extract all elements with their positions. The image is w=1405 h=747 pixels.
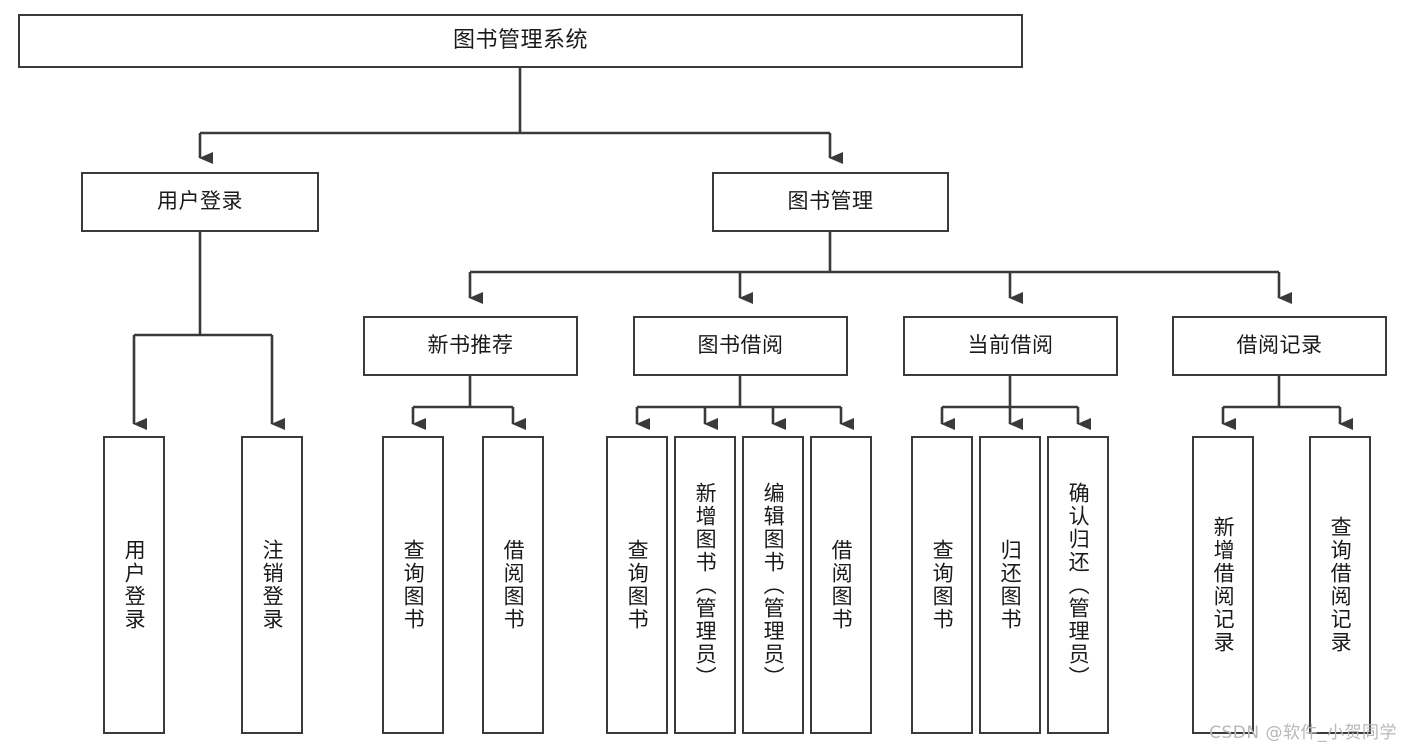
node-label: 图书管理 (787, 189, 874, 214)
node-label: 新增图书（管理员） (693, 481, 718, 689)
node-root[interactable]: 图书管理系统 (18, 14, 1023, 68)
watermark: CSDN @软件_小贺同学 (1209, 723, 1397, 743)
leaf-book-borrow-edit[interactable]: 编辑图书（管理员） (742, 436, 804, 734)
node-label: 确认归还（管理员） (1066, 481, 1091, 689)
node-book-borrow[interactable]: 图书借阅 (633, 316, 848, 376)
node-label: 编辑图书（管理员） (761, 481, 786, 689)
leaf-current-borrow-query[interactable]: 查询图书 (911, 436, 973, 734)
leaf-user-login-logout[interactable]: 注销登录 (241, 436, 303, 734)
leaf-new-book-query[interactable]: 查询图书 (382, 436, 444, 734)
leaf-new-book-borrow[interactable]: 借阅图书 (482, 436, 544, 734)
leaf-book-borrow-borrow[interactable]: 借阅图书 (810, 436, 872, 734)
node-new-book-recommend[interactable]: 新书推荐 (363, 316, 578, 376)
node-label: 借阅图书 (829, 539, 854, 631)
node-current-borrow[interactable]: 当前借阅 (903, 316, 1118, 376)
leaf-current-borrow-confirm-return[interactable]: 确认归还（管理员） (1047, 436, 1109, 734)
leaf-book-borrow-query[interactable]: 查询图书 (606, 436, 668, 734)
node-label: 当前借阅 (967, 333, 1054, 358)
node-label: 查询图书 (401, 539, 426, 631)
node-label: 新书推荐 (427, 333, 514, 358)
node-user-login[interactable]: 用户登录 (81, 172, 319, 232)
node-label: 注销登录 (260, 539, 285, 631)
node-label: 查询图书 (930, 539, 955, 631)
node-label: 图书管理系统 (452, 27, 588, 53)
node-label: 借阅图书 (501, 539, 526, 631)
node-label: 用户登录 (157, 189, 243, 214)
node-label: 归还图书 (998, 539, 1023, 631)
node-borrow-record[interactable]: 借阅记录 (1172, 316, 1387, 376)
leaf-borrow-record-query[interactable]: 查询借阅记录 (1309, 436, 1371, 734)
leaf-borrow-record-add[interactable]: 新增借阅记录 (1192, 436, 1254, 734)
node-book-management[interactable]: 图书管理 (712, 172, 949, 232)
leaf-book-borrow-add[interactable]: 新增图书（管理员） (674, 436, 736, 734)
node-label: 借阅记录 (1236, 333, 1323, 358)
leaf-current-borrow-return[interactable]: 归还图书 (979, 436, 1041, 734)
node-label: 用户登录 (122, 539, 147, 631)
leaf-user-login-login[interactable]: 用户登录 (103, 436, 165, 734)
node-label: 新增借阅记录 (1211, 516, 1236, 654)
node-label: 图书借阅 (697, 333, 784, 358)
node-label: 查询借阅记录 (1328, 516, 1353, 654)
node-label: 查询图书 (625, 539, 650, 631)
